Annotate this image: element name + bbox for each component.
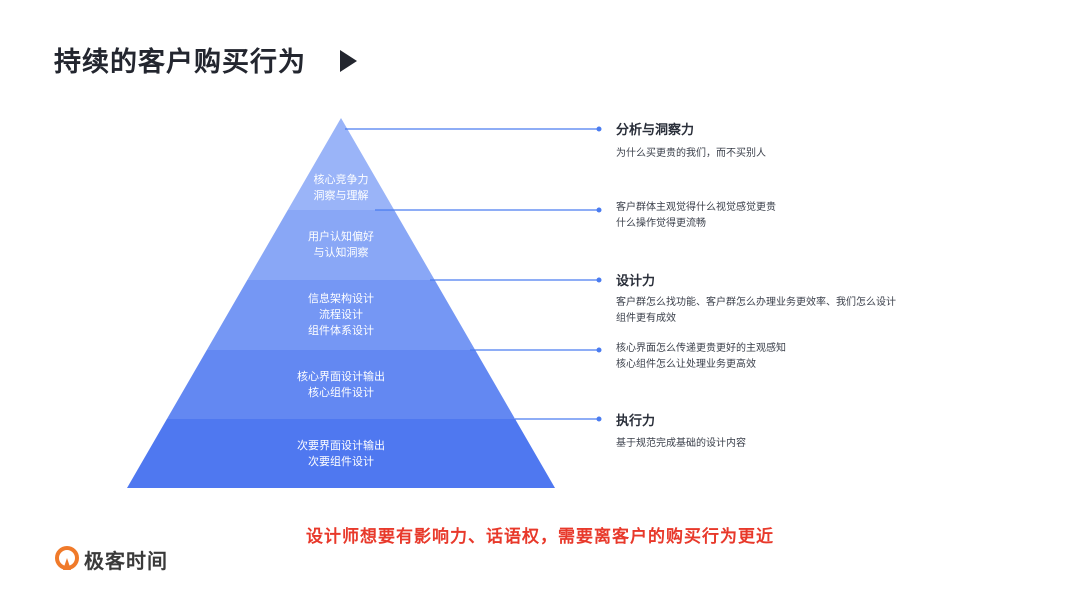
pyramid-layer-2 [247, 210, 435, 280]
connector-dot-4 [596, 347, 602, 353]
pyramid-layer-label-5: 次要界面设计输出 次要组件设计 [297, 439, 385, 468]
annotation-title: 执行力 [616, 414, 656, 429]
brand-logo: 极客时间 [54, 544, 168, 574]
connector-dot-3 [596, 277, 602, 283]
pyramid-layer-3 [206, 280, 476, 350]
connector-dot-1 [596, 126, 602, 132]
annotation-desc: 客户群怎么找功能、客户群怎么办理业务更效率、我们怎么设计 组件更有成效 [616, 297, 896, 324]
pyramid-layer-1 [287, 118, 395, 210]
annotation-core-interface: 核心界面怎么传递更贵更好的主观感知 核心组件怎么让处理业务更高效 [616, 341, 786, 373]
pyramid-layer-4 [166, 350, 516, 419]
tagline: 设计师想要有影响力、话语权，需要离客户的购买行为更近 [306, 527, 774, 547]
annotation-desc: 为什么买更贵的我们，而不买别人 [616, 148, 766, 159]
logo-text: 极客时间 [84, 548, 168, 573]
page-title: 持续的客户购买行为 [54, 47, 306, 78]
pyramid-layer-label-1: 核心竞争力 洞察与理解 [313, 173, 369, 202]
annotation-visual-perception: 客户群体主观觉得什么视觉感觉更贵 什么操作觉得更流畅 [616, 200, 776, 232]
annotation-title: 设计力 [616, 274, 656, 289]
pyramid-layer-5 [127, 419, 555, 488]
annotation-desc: 核心界面怎么传递更贵更好的主观感知 核心组件怎么让处理业务更高效 [616, 343, 786, 370]
annotation-execution: 执行力 基于规范完成基础的设计内容 [616, 413, 746, 452]
geektime-logo-icon [54, 546, 80, 572]
connector-dot-5 [596, 416, 602, 422]
pyramid-layer-label-3: 信息架构设计 流程设计 组件体系设计 [308, 292, 374, 337]
annotation-title: 分析与洞察力 [616, 123, 695, 138]
annotation-design: 设计力 客户群怎么找功能、客户群怎么办理业务更效率、我们怎么设计 组件更有成效 [616, 273, 896, 327]
annotation-desc: 基于规范完成基础的设计内容 [616, 438, 746, 449]
connector-dot-2 [596, 207, 602, 213]
play-triangle-icon [340, 50, 357, 72]
annotation-desc: 客户群体主观觉得什么视觉感觉更贵 什么操作觉得更流畅 [616, 202, 776, 229]
pyramid-layer-label-4: 核心界面设计输出 核心组件设计 [297, 370, 385, 399]
pyramid-layer-label-2: 用户认知偏好 与认知洞察 [308, 230, 374, 259]
annotation-analysis: 分析与洞察力 为什么买更贵的我们，而不买别人 [616, 122, 766, 162]
